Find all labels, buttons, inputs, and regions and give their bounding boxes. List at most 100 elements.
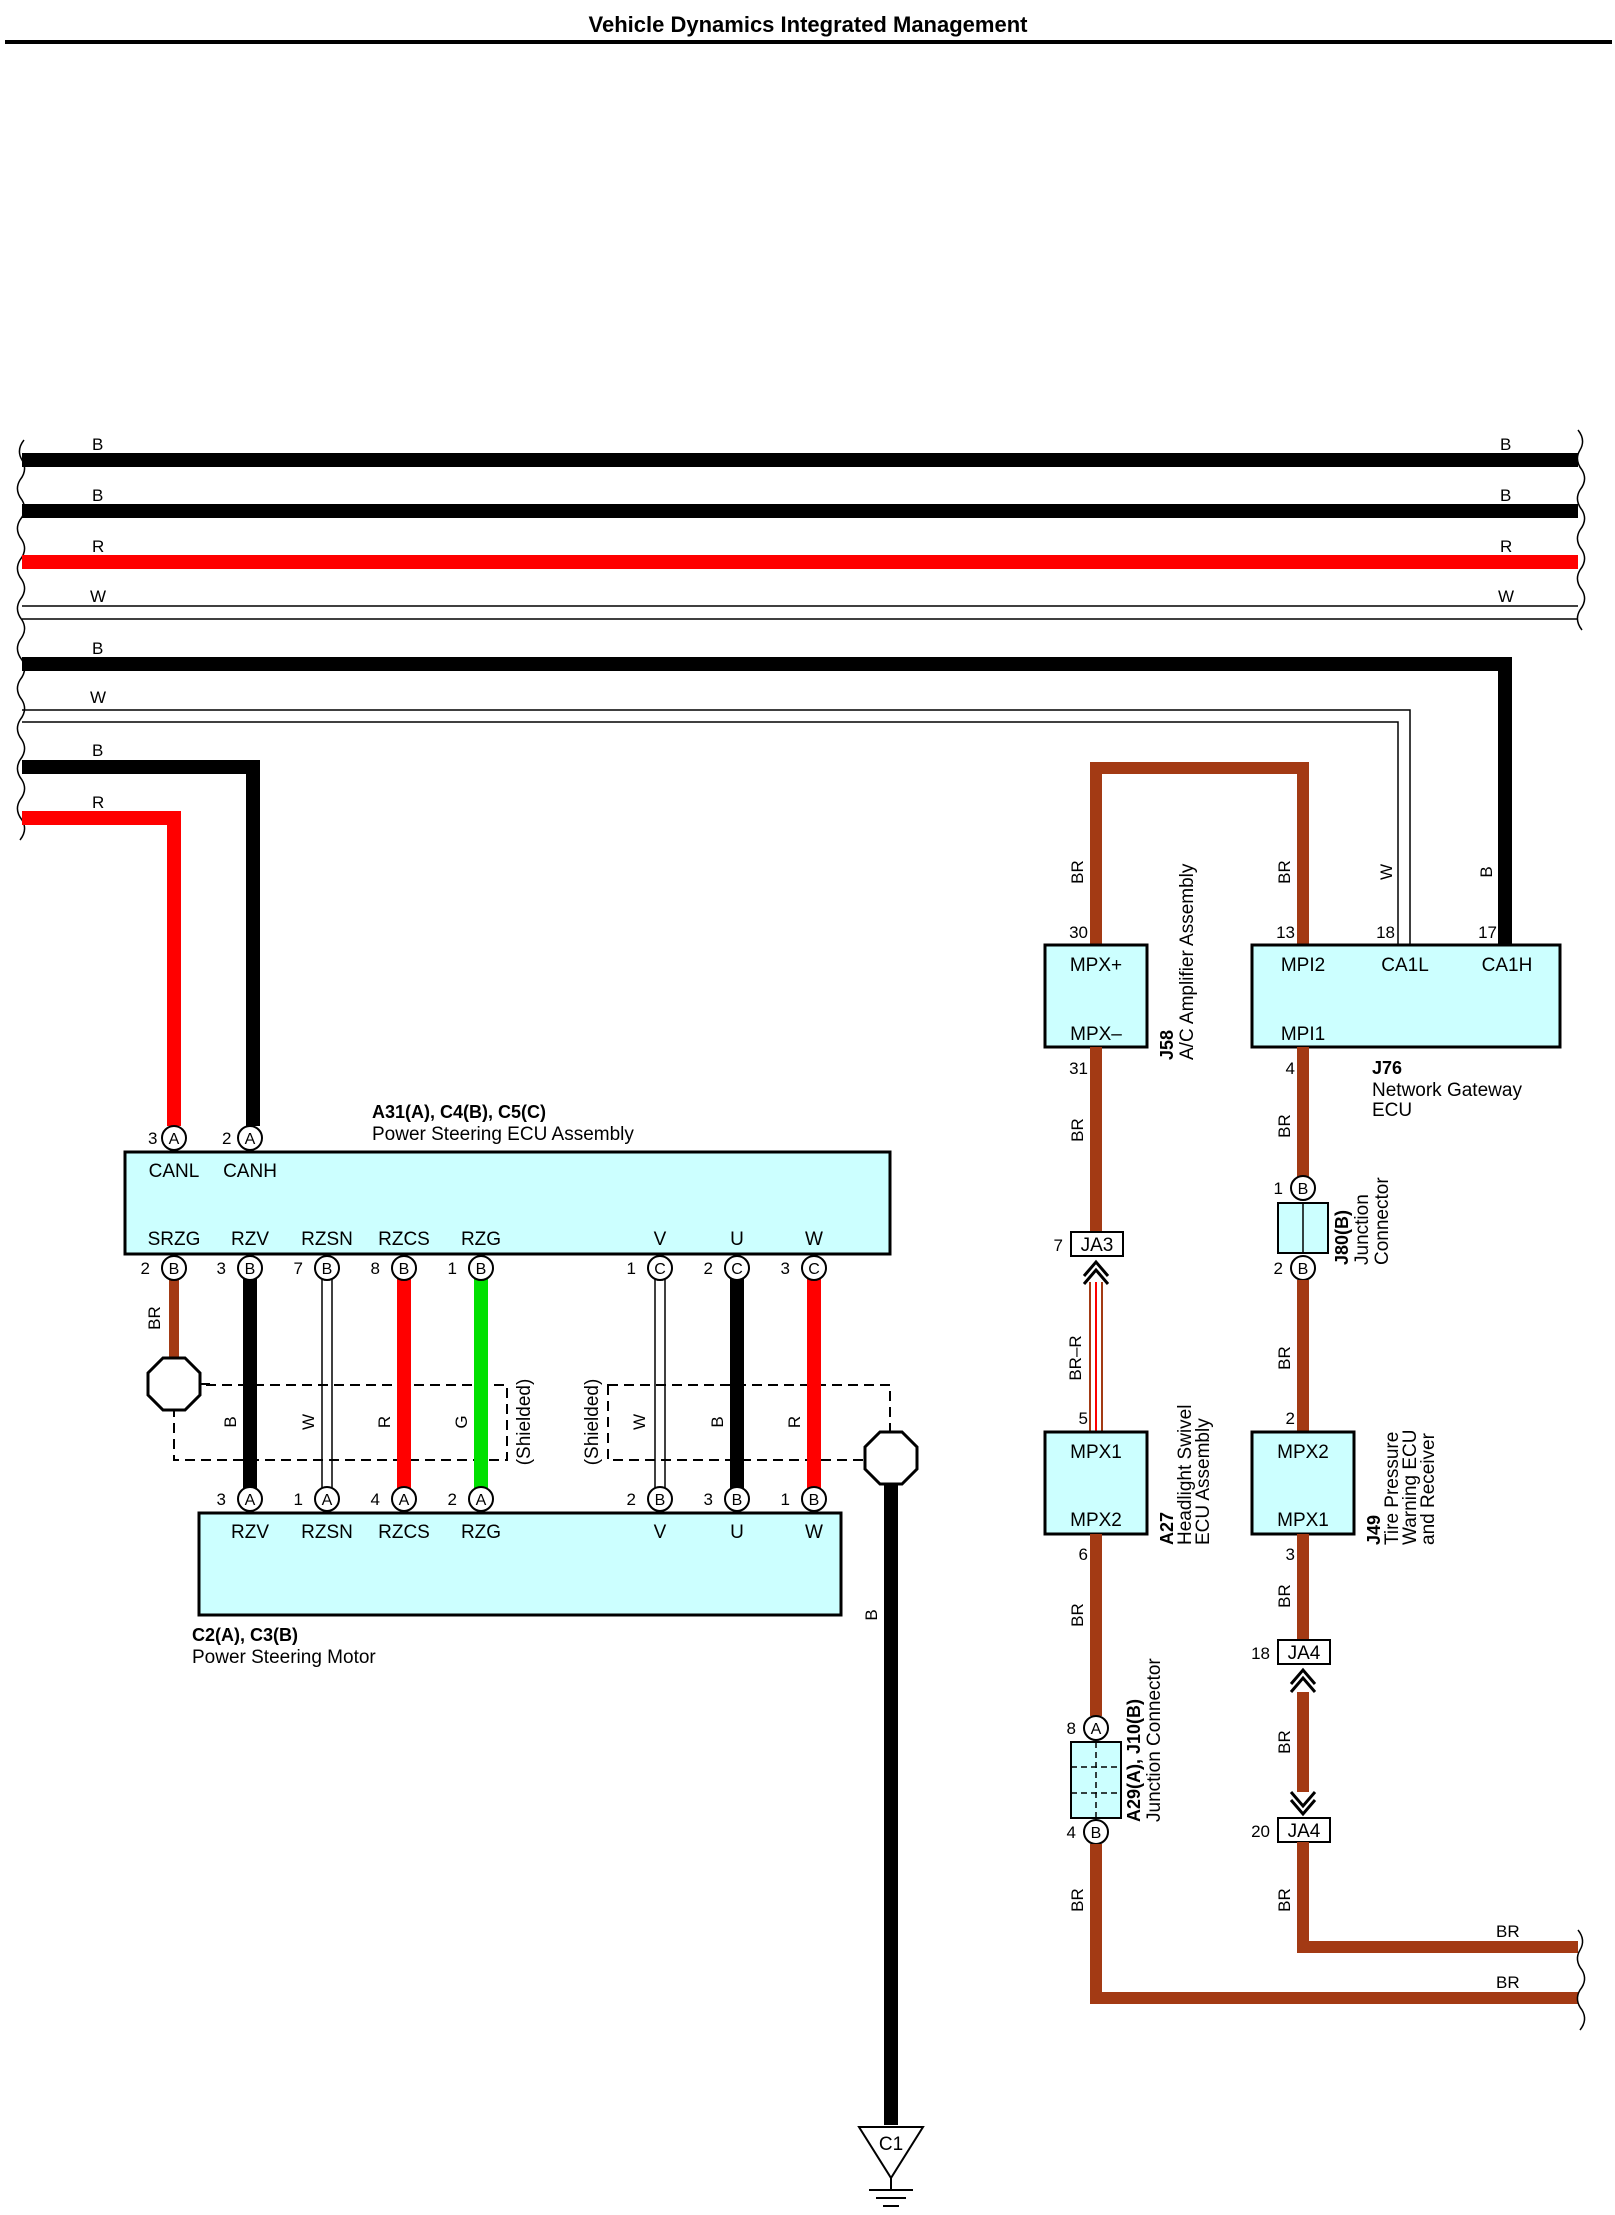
ja4-bottom-box: [1277, 1817, 1331, 1843]
bus-wire-6a: [22, 709, 1411, 945]
wire-a29-bottom: [1090, 1844, 1578, 2004]
ps-ecu-pin-rzsn: [314, 1255, 340, 1281]
gateway-label-mpi1: MPI1: [1281, 1024, 1325, 1045]
ps-motor-pin-v-num: 2: [627, 1490, 636, 1509]
wire-ja4-bottom-right: [1297, 1842, 1578, 1953]
ps-motor-ref: C2(A), C3(B): [192, 1625, 298, 1645]
ps-motor-pin-u: [724, 1486, 750, 1512]
bus-wire-8: [22, 811, 181, 1126]
ps-motor-pin-rzv: [237, 1486, 263, 1512]
gateway-ref: J76: [1372, 1058, 1402, 1078]
ps-ecu-pin-rzsn-conn: B: [322, 1261, 333, 1278]
ps-ecu-pin-rzcs-num: 8: [371, 1259, 380, 1278]
bus-label-4-left: W: [90, 587, 106, 606]
wire-label-headlight-mpx2: BR: [1068, 1603, 1087, 1627]
ps-motor-label-rzsn: RZSN: [301, 1522, 353, 1543]
ac-amp-bottom-pin: 31: [1069, 1059, 1088, 1078]
ja4-top-box: [1277, 1639, 1331, 1665]
ps-ecu-label-canl: CANL: [149, 1161, 200, 1182]
tire-top-label: MPX2: [1277, 1442, 1329, 1463]
a29-ref: A29(A), J10(B): [1124, 1699, 1144, 1822]
gateway-name-line2: ECU: [1372, 1100, 1412, 1121]
ac-amp-top-pin: 30: [1069, 923, 1088, 942]
harness-break-bottom-right: [1576, 1929, 1586, 2031]
ps-ecu-label-u: U: [730, 1229, 744, 1250]
ps-ecu-label-rzv: RZV: [231, 1229, 269, 1250]
ps-ecu-label-rzcs: RZCS: [378, 1229, 430, 1250]
a29-top-pin-circle: [1083, 1715, 1109, 1741]
ps-motor-pin-w: [801, 1486, 827, 1512]
wire-label-mpx-minus: BR: [1068, 1118, 1087, 1142]
ps-ecu-pin-rzg: [468, 1255, 494, 1281]
gateway-name-line1: Network Gateway: [1372, 1080, 1522, 1101]
wire-mpx-top-loop: [1090, 762, 1309, 945]
wire-label-rzv: B: [221, 1416, 240, 1427]
ps-ecu-pin-rzg-conn: B: [476, 1261, 487, 1278]
j80-bottom-conn: B: [1298, 1261, 1309, 1278]
shield-box-right: [607, 1384, 891, 1461]
ps-motor-pin-rzg: [468, 1486, 494, 1512]
gateway-label-ca1l: CA1L: [1381, 955, 1429, 976]
ps-motor-pin-rzv-num: 3: [217, 1490, 226, 1509]
headlight-name-line1: Headlight Swivel: [1175, 1405, 1196, 1545]
wire-label-ja4-ja4: BR: [1275, 1730, 1294, 1754]
headlight-top-pin: 5: [1079, 1409, 1088, 1428]
shield-label-right: (Shielded): [582, 1379, 603, 1466]
gateway-box: [1250, 943, 1562, 1049]
shield-drain-left: [146, 1356, 202, 1412]
bus-wire-6b: [22, 721, 1399, 945]
bus-label-8: R: [92, 793, 104, 812]
ps-ecu-pin-srzg-conn: B: [169, 1261, 180, 1278]
headlight-box: [1043, 1430, 1149, 1536]
wire-label-rzsn: W: [299, 1414, 318, 1430]
j80-top-conn: B: [1298, 1181, 1309, 1198]
gateway-pin-ca1h: 17: [1478, 923, 1497, 942]
ja4-bottom-pin: 20: [1251, 1822, 1270, 1841]
ja3-chevron-2: [1082, 1267, 1110, 1285]
ps-ecu-pin-canl-conn: A: [169, 1131, 180, 1148]
ps-motor-label-rzcs: RZCS: [378, 1522, 430, 1543]
ac-amp-box: [1043, 943, 1149, 1049]
ps-motor-box: [197, 1511, 843, 1617]
ps-ecu-pin-rzcs: [391, 1255, 417, 1281]
ps-motor-pin-u-conn: B: [732, 1492, 743, 1509]
bus-label-7: B: [92, 741, 103, 760]
ps-ecu-pin-w-num: 3: [781, 1259, 790, 1278]
ps-ecu-pin-canl-num: 3: [148, 1129, 157, 1148]
ps-ecu-pin-v-conn: C: [654, 1261, 666, 1278]
ja4-bottom-chevron-1: [1289, 1791, 1317, 1809]
j80-top-pin-circle: [1290, 1175, 1316, 1201]
ps-ecu-bottom-pins: B 2 B 3 B 7 B 8 B 1 C 1 C 2 C 3: [141, 1255, 827, 1281]
ps-motor-pin-w-conn: B: [809, 1492, 820, 1509]
ja3-pin: 7: [1054, 1236, 1063, 1255]
tire-top-pin: 2: [1286, 1409, 1295, 1428]
ps-ecu-label-rzg: RZG: [461, 1229, 501, 1250]
ps-motor-pin-v: [647, 1486, 673, 1512]
wire-label-srzg: BR: [145, 1306, 164, 1330]
tire-bottom-label: MPX1: [1277, 1510, 1329, 1531]
wire-label-rzg: G: [452, 1415, 471, 1428]
wire-label-w: R: [785, 1416, 804, 1428]
ps-motor-pin-v-conn: B: [655, 1492, 666, 1509]
ps-motor-name: Power Steering Motor: [192, 1647, 376, 1668]
bus-label-5: B: [92, 639, 103, 658]
ps-motor-pin-rzcs-num: 4: [371, 1490, 380, 1509]
bus-label-2-right: B: [1500, 486, 1511, 505]
ground-label: C1: [879, 2134, 903, 2155]
j80-top-pin: 1: [1274, 1179, 1283, 1198]
ps-ecu-name: Power Steering ECU Assembly: [372, 1124, 634, 1145]
a29-bottom-pin: 4: [1067, 1823, 1076, 1842]
wire-label-rzcs: R: [375, 1416, 394, 1428]
ps-ecu-pin-w: [801, 1255, 827, 1281]
bus-label-4-right: W: [1498, 587, 1514, 606]
ps-ecu-label-w: W: [805, 1229, 823, 1250]
ps-motor-label-u: U: [730, 1522, 744, 1543]
ps-ecu-pin-u-num: 2: [704, 1259, 713, 1278]
wire-label-u: B: [708, 1416, 727, 1427]
ps-ecu-pin-srzg-num: 2: [141, 1259, 150, 1278]
wire-label-a29-bottom: BR: [1068, 1888, 1087, 1912]
tire-name-line1: Tire Pressure: [1382, 1432, 1403, 1545]
tire-bottom-pin: 3: [1286, 1545, 1295, 1564]
ps-ecu-pin-u-conn: C: [731, 1261, 743, 1278]
j80-bottom-pin: 2: [1274, 1259, 1283, 1278]
